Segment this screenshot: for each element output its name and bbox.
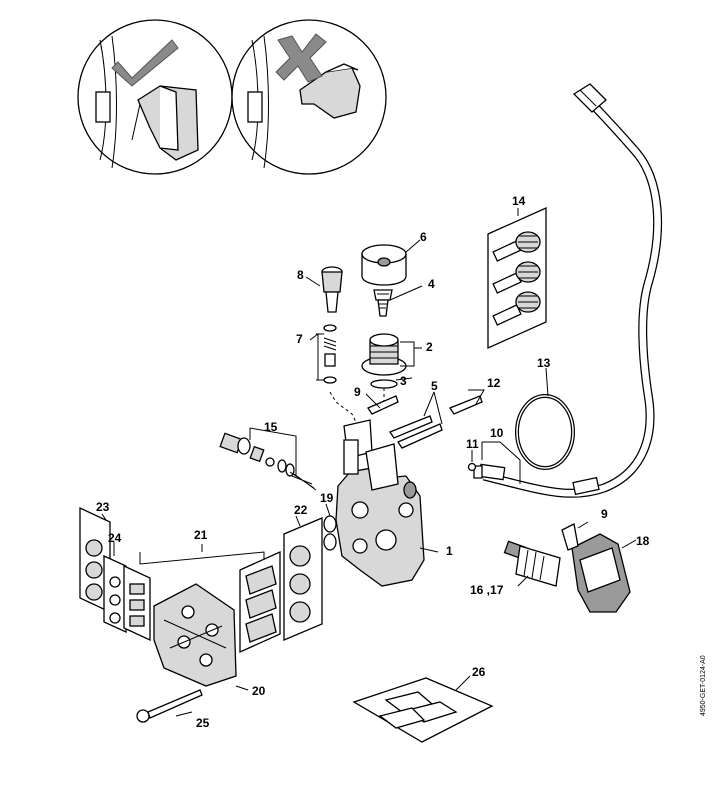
- cylinder-head-20: [153, 583, 237, 687]
- label-1: 1: [446, 544, 453, 558]
- label-23: 23: [96, 500, 110, 514]
- parts-box-21-left: [123, 564, 151, 642]
- clip-9: [367, 395, 399, 415]
- label-10: 10: [490, 426, 504, 440]
- screw-25: [136, 689, 203, 723]
- handle-18: [571, 533, 631, 613]
- o-ring-11: [467, 462, 477, 472]
- cap-6: [361, 244, 407, 286]
- label-14: 14: [512, 194, 526, 208]
- label-26: 26: [472, 665, 486, 679]
- parts-set-15: [219, 432, 317, 491]
- document-id: 4950-GET-0124-A0: [700, 655, 707, 716]
- parts-box-24: [103, 554, 127, 634]
- clip-12: [449, 395, 483, 415]
- valve-14-c: [492, 291, 541, 326]
- o-rings-19: [323, 515, 337, 551]
- valve-14-a: [492, 231, 541, 262]
- label-19: 19: [320, 491, 334, 505]
- label-5: 5: [431, 379, 438, 393]
- label-22: 22: [294, 503, 308, 517]
- callout-labels: 14 6 8 4 7 2 3 13 5 12 9 15 10 11 19 23 …: [96, 194, 650, 730]
- parts-box-22: [283, 517, 323, 641]
- valve-insert-4: [373, 289, 393, 317]
- label-25: 25: [196, 716, 210, 730]
- leader-lines: [101, 208, 637, 717]
- label-2: 2: [426, 340, 433, 354]
- clips-5: [389, 415, 443, 449]
- label-21: 21: [194, 528, 208, 542]
- label-8: 8: [297, 268, 304, 282]
- label-16-17: 16 ,17: [470, 583, 504, 597]
- wrong-installation-inset: [231, 19, 387, 175]
- label-9b: 9: [601, 507, 608, 521]
- gasket-kit-26: [352, 677, 494, 743]
- valve-16-17: [503, 540, 561, 587]
- label-6: 6: [420, 230, 427, 244]
- valve-14-b: [492, 261, 541, 294]
- label-18: 18: [636, 534, 650, 548]
- label-12: 12: [487, 376, 501, 390]
- correct-installation-inset: [77, 19, 233, 175]
- o-ring-3: [370, 379, 398, 389]
- pressure-valve-2: [361, 333, 407, 376]
- valve-set-box: [487, 206, 547, 350]
- label-15: 15: [264, 420, 278, 434]
- check-mark-icon: [111, 39, 179, 87]
- high-pressure-hose: [473, 83, 663, 498]
- label-4: 4: [428, 277, 435, 291]
- spring-set-7: [323, 324, 337, 384]
- pump-housing-1: [335, 419, 425, 587]
- valve-8: [321, 266, 343, 313]
- label-7: 7: [296, 332, 303, 346]
- label-9a: 9: [354, 385, 361, 399]
- label-20: 20: [252, 684, 266, 698]
- parts-box-23: [79, 506, 111, 614]
- cross-mark-icon: [275, 33, 327, 83]
- clip-9-b: [561, 523, 579, 551]
- label-13: 13: [537, 356, 551, 370]
- label-3: 3: [400, 374, 407, 388]
- label-11: 11: [466, 437, 479, 451]
- label-24: 24: [108, 531, 122, 545]
- parts-box-21-right: [239, 550, 281, 654]
